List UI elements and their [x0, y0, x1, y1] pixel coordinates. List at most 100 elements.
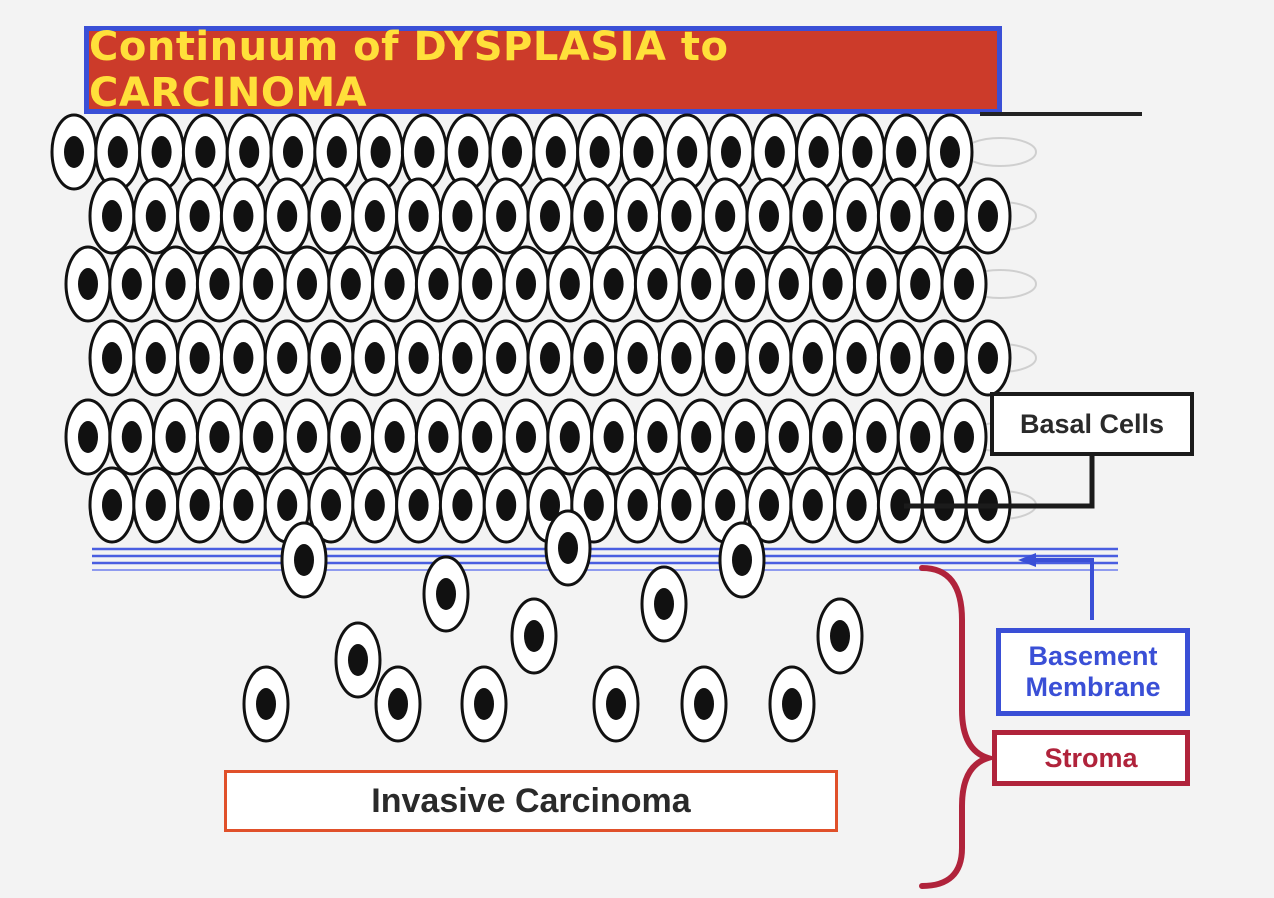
epithelial-cell	[269, 113, 317, 191]
epithelial-cell	[138, 113, 186, 191]
epithelial-cell	[838, 113, 886, 191]
stroma-label: Stroma	[992, 730, 1190, 786]
epithelial-cell	[721, 245, 769, 323]
epithelial-cell	[882, 113, 930, 191]
epithelial-cell	[444, 113, 492, 191]
epithelial-cell	[219, 177, 267, 255]
epithelial-cell	[701, 319, 749, 397]
epithelial-cell	[795, 113, 843, 191]
basal-cells-pointer	[904, 456, 1095, 509]
epithelial-cell	[152, 398, 200, 476]
epithelial-cell	[488, 113, 536, 191]
epithelial-cell	[400, 113, 448, 191]
epithelial-cell	[327, 398, 375, 476]
epithelial-cell	[920, 177, 968, 255]
epithelial-cell	[526, 319, 574, 397]
basement-membrane-label: Basement Membrane	[996, 628, 1190, 716]
epithelial-cell	[395, 466, 443, 544]
epithelial-cell	[502, 245, 550, 323]
epithelial-cell	[809, 398, 857, 476]
epithelial-cell	[765, 245, 813, 323]
epithelial-cell	[132, 177, 180, 255]
invasive-carcinoma-label: Invasive Carcinoma	[224, 770, 838, 832]
epithelial-cell	[657, 177, 705, 255]
epithelial-cell	[546, 398, 594, 476]
epithelial-cell	[657, 466, 705, 544]
epithelial-cell	[239, 398, 287, 476]
epithelial-cell	[614, 466, 662, 544]
epithelial-cell	[482, 319, 530, 397]
epithelial-cell	[920, 319, 968, 397]
epithelial-cell	[181, 113, 229, 191]
epithelial-cell	[964, 177, 1012, 255]
epithelial-cell	[458, 245, 506, 323]
epithelial-cell	[88, 466, 136, 544]
epithelial-cell	[614, 177, 662, 255]
epithelial-cell	[657, 319, 705, 397]
epithelial-cell	[619, 113, 667, 191]
epithelial-cell	[745, 177, 793, 255]
epithelial-cell	[438, 466, 486, 544]
epithelial-cell	[940, 245, 988, 323]
epithelial-cell	[701, 177, 749, 255]
epithelial-cell	[395, 319, 443, 397]
epithelial-cell	[176, 319, 224, 397]
epithelial-cell	[852, 245, 900, 323]
basement-membrane-pointer	[1030, 558, 1094, 620]
epithelial-cell	[751, 113, 799, 191]
epithelial-cell	[745, 319, 793, 397]
epithelial-cell	[458, 398, 506, 476]
epithelial-cell	[351, 177, 399, 255]
invasive-cell	[422, 555, 470, 633]
epithelial-cell	[94, 113, 142, 191]
epithelial-cell	[789, 177, 837, 255]
epithelial-cell	[833, 177, 881, 255]
epithelial-cell	[64, 398, 112, 476]
epithelial-cell	[677, 245, 725, 323]
epithelial-cell	[633, 245, 681, 323]
epithelial-cell	[283, 398, 331, 476]
epithelial-cell	[614, 319, 662, 397]
epithelial-cell	[852, 398, 900, 476]
invasive-cell	[510, 597, 558, 675]
invasive-cell	[374, 665, 422, 743]
epithelial-cell	[219, 319, 267, 397]
epithelial-cell	[570, 177, 618, 255]
epithelial-cell	[570, 319, 618, 397]
epithelial-cell	[876, 177, 924, 255]
stroma-brace	[919, 565, 999, 889]
invasive-cell	[242, 665, 290, 743]
invasive-cells	[242, 509, 864, 743]
epithelial-cell	[532, 113, 580, 191]
epithelial-cell	[876, 319, 924, 397]
epithelial-cell	[219, 466, 267, 544]
epithelial-cell	[395, 177, 443, 255]
epithelial-cell	[327, 245, 375, 323]
epithelial-cell	[940, 398, 988, 476]
invasive-cell	[768, 665, 816, 743]
epithelial-cell	[132, 319, 180, 397]
epithelial-cell	[371, 245, 419, 323]
epithelial-cell	[152, 245, 200, 323]
epithelial-cell	[357, 113, 405, 191]
epithelial-cell	[590, 245, 638, 323]
epithelial-cell	[88, 177, 136, 255]
epithelial-cell	[225, 113, 273, 191]
epithelial-cell	[283, 245, 331, 323]
epithelial-cell	[195, 398, 243, 476]
epithelial-cell	[833, 319, 881, 397]
invasive-cell	[718, 521, 766, 599]
invasive-cell	[640, 565, 688, 643]
title-banner: Continuum of DYSPLASIA to CARCINOMA	[84, 24, 1002, 116]
epithelial-cell	[833, 466, 881, 544]
epithelial-cell	[663, 113, 711, 191]
invasive-cell	[544, 509, 592, 587]
epithelial-cell	[721, 398, 769, 476]
epithelial-cell	[307, 177, 355, 255]
epithelial-cell	[576, 113, 624, 191]
epithelial-cell	[108, 398, 156, 476]
epithelial-cell	[438, 319, 486, 397]
dysplastic-epithelium	[50, 113, 1012, 544]
epithelial-cell	[263, 177, 311, 255]
